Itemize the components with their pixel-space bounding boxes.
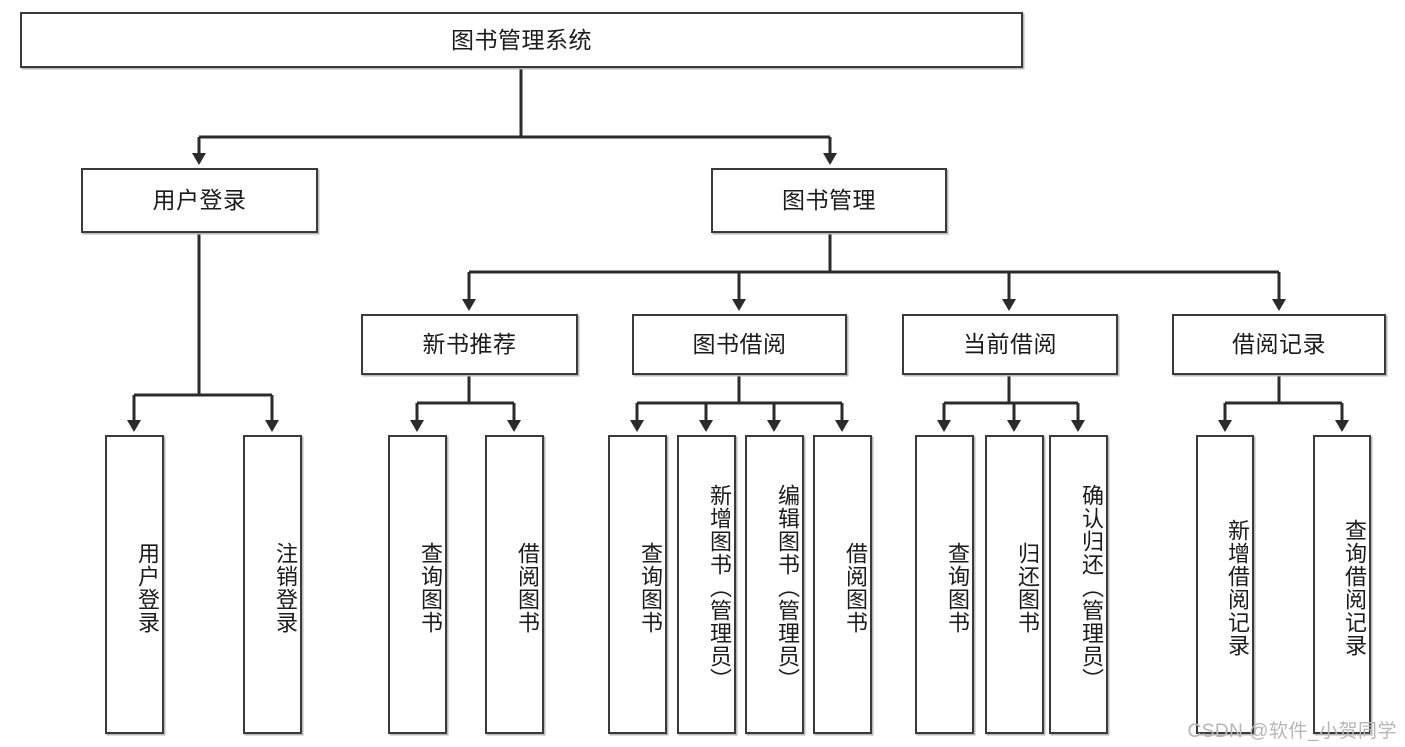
leaf-logout[interactable]: 注销登录	[243, 435, 302, 734]
leaf-borrow-book-label: 借阅图书	[843, 541, 868, 634]
node-user-login-label: 用户登录	[152, 187, 247, 214]
node-current-borrow[interactable]: 当前借阅	[902, 314, 1118, 375]
leaf-edit-book-admin-label: 编辑图书（管理员）	[775, 484, 800, 691]
node-root-label: 图书管理系统	[451, 26, 592, 53]
node-new-book-recommend-label: 新书推荐	[422, 331, 517, 358]
leaf-confirm-return-admin-label: 确认归还（管理员）	[1079, 484, 1104, 691]
leaf-return-book-label: 归还图书	[1015, 541, 1040, 634]
node-borrow-record-label: 借阅记录	[1232, 331, 1326, 358]
leaf-query-borrow-record-label: 查询借阅记录	[1342, 518, 1367, 657]
node-book-borrow[interactable]: 图书借阅	[632, 314, 847, 375]
leaf-add-book-admin-label: 新增图书（管理员）	[707, 484, 732, 691]
leaf-add-borrow-record[interactable]: 新增借阅记录	[1196, 435, 1254, 734]
node-book-management-label: 图书管理	[782, 187, 876, 214]
leaf-add-borrow-record-label: 新增借阅记录	[1225, 518, 1250, 657]
leaf-user-login-label: 用户登录	[135, 541, 160, 634]
leaf-borrow-book-newbook-label: 借阅图书	[515, 541, 540, 634]
leaf-query-book-borrow-label: 查询图书	[638, 541, 663, 634]
leaf-add-book-admin[interactable]: 新增图书（管理员）	[677, 435, 736, 734]
leaf-query-book-borrow[interactable]: 查询图书	[608, 435, 667, 734]
node-root[interactable]: 图书管理系统	[20, 12, 1023, 68]
node-user-login[interactable]: 用户登录	[81, 168, 318, 233]
leaf-query-book-newbook-label: 查询图书	[418, 541, 443, 634]
node-current-borrow-label: 当前借阅	[963, 331, 1057, 358]
leaf-borrow-book-newbook[interactable]: 借阅图书	[485, 435, 544, 734]
leaf-query-book-current[interactable]: 查询图书	[915, 435, 974, 734]
leaf-query-book-current-label: 查询图书	[945, 541, 970, 634]
watermark-text: CSDN @软件_小贺同学	[1187, 721, 1397, 742]
leaf-borrow-book[interactable]: 借阅图书	[813, 435, 872, 734]
leaf-query-borrow-record[interactable]: 查询借阅记录	[1313, 435, 1371, 734]
leaf-query-book-newbook[interactable]: 查询图书	[388, 435, 447, 734]
node-book-borrow-label: 图书借阅	[692, 331, 787, 358]
leaf-return-book[interactable]: 归还图书	[985, 435, 1044, 734]
leaf-logout-label: 注销登录	[273, 541, 298, 634]
node-book-management[interactable]: 图书管理	[711, 168, 947, 233]
leaf-confirm-return-admin[interactable]: 确认归还（管理员）	[1049, 435, 1108, 734]
node-borrow-record[interactable]: 借阅记录	[1172, 314, 1386, 375]
leaf-user-login[interactable]: 用户登录	[105, 435, 164, 734]
leaf-edit-book-admin[interactable]: 编辑图书（管理员）	[745, 435, 804, 734]
node-new-book-recommend[interactable]: 新书推荐	[361, 314, 578, 375]
